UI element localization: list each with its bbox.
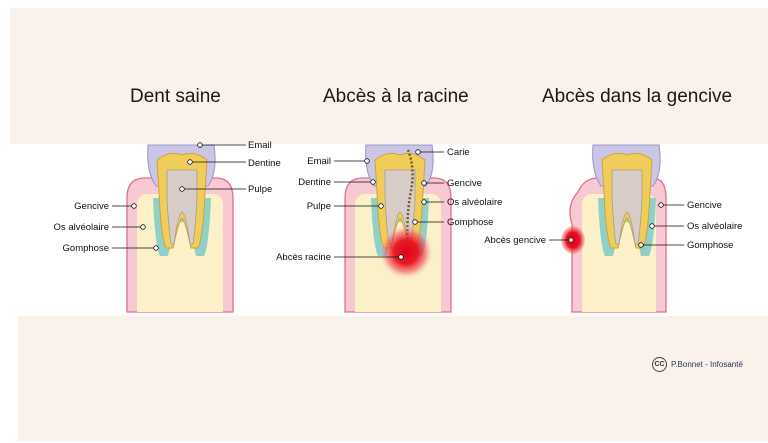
label-os-1: Os alvéolaire [54, 222, 109, 233]
root-abscess-mark [379, 225, 433, 279]
tooth-healthy: Email Dentine Pulpe Gencive Os alvéolair… [54, 140, 281, 312]
label-dentine-2: Dentine [298, 177, 331, 188]
label-gomphose-2: Gomphose [447, 217, 493, 228]
label-abces-gencive: Abcès gencive [484, 235, 546, 246]
creative-commons-icon: CC [652, 357, 667, 372]
label-gomphose-3: Gomphose [687, 240, 733, 251]
label-gencive-3: Gencive [687, 200, 722, 211]
label-dentine-1: Dentine [248, 158, 281, 169]
label-carie-2: Carie [447, 147, 470, 158]
label-os-3: Os alvéolaire [687, 221, 742, 232]
label-gencive-1: Gencive [74, 201, 109, 212]
credit-author: P.Bonnet - Infosanté [671, 360, 743, 369]
label-pulpe-1: Pulpe [248, 184, 272, 195]
label-os-2: Os alvéolaire [447, 197, 502, 208]
label-abces-racine: Abcès racine [276, 252, 331, 263]
credit: CC P.Bonnet - Infosanté [652, 357, 743, 372]
label-pulpe-2: Pulpe [307, 201, 331, 212]
label-email-2: Email [307, 156, 331, 167]
tooth-gum-abscess: Gencive Os alvéolaire Gomphose Abcès gen… [484, 145, 742, 312]
label-email-1: Email [248, 140, 272, 151]
tooth-root-abscess: Email Dentine Pulpe Carie Gencive Os alv… [276, 145, 502, 312]
label-gencive-2: Gencive [447, 178, 482, 189]
label-gomphose-1: Gomphose [63, 243, 109, 254]
